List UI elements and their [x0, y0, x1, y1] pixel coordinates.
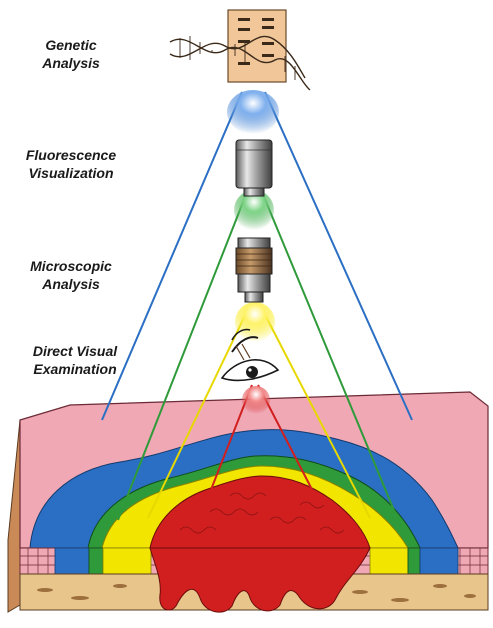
microscope-lens-icon — [236, 238, 272, 302]
blue-glow — [227, 90, 279, 134]
objective-lens-icon — [236, 140, 272, 196]
red-glow — [242, 386, 270, 414]
yellow-glow — [235, 302, 275, 342]
eye-icon — [222, 329, 278, 380]
dna-gel-icon — [170, 10, 310, 90]
tissue-block — [8, 392, 488, 612]
